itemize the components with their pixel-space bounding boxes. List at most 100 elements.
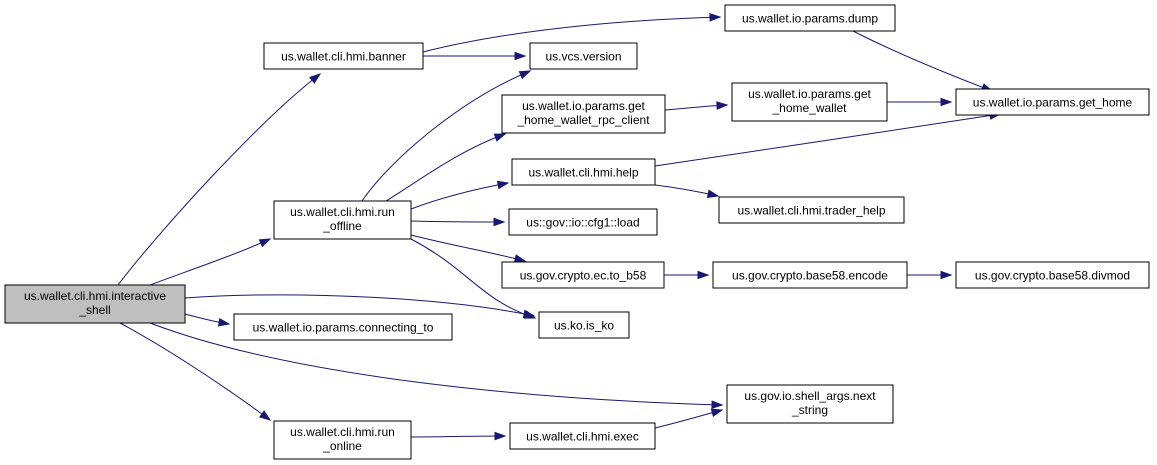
node-cfg1-load[interactable]: us::gov::io::cfg1::load [508,208,658,236]
node-box [955,88,1150,116]
node-box [509,422,656,450]
edge-line [385,133,506,202]
node-label: us.wallet.io.params.get [748,87,871,101]
node-label: _shell [78,303,110,317]
node-label: us.wallet.io.params.get_home [973,96,1133,110]
node-box [273,200,412,240]
arrowhead [258,238,272,248]
edge-run_offline-to-vcs_version [361,70,532,202]
node-label: us.wallet.cli.hmi.trader_help [737,204,885,218]
node-box [4,284,186,324]
edge-run_offline-to-help [410,180,510,210]
node-box [726,384,894,424]
node-get-home[interactable]: us.wallet.io.params.get_home [955,88,1150,116]
edge-interactive_shell-to-connecting_to [184,313,231,327]
arrowhead [493,217,506,227]
node-get-home-wallet-rpc-client[interactable]: us.wallet.io.params.get_home_wallet_rpc_… [501,94,666,134]
node-label: us.wallet.io.params.connecting_to [253,321,434,335]
node-box [273,420,412,460]
node-help[interactable]: us.wallet.cli.hmi.help [511,158,656,186]
arrowhead [940,270,953,280]
edge-to_b58-to-base58_encode [664,270,710,280]
edge-params_dump-to-get_home [852,30,994,92]
edge-banner-to-params_dump [422,13,722,53]
node-connecting-to[interactable]: us.wallet.io.params.connecting_to [233,313,453,341]
node-label: us.wallet.cli.hmi.exec [526,430,639,444]
node-is-ko[interactable]: us.ko.is_ko [538,311,630,339]
arrowhead [940,97,953,107]
node-box [731,82,888,122]
edge-line [117,73,321,286]
arrowhead [514,51,527,61]
edge-run_offline-to-is_ko [410,238,537,319]
node-trader-help[interactable]: us.wallet.cli.hmi.trader_help [718,196,905,224]
arrowhead [493,133,507,142]
node-label: us.gov.crypto.ec.to_b58 [520,269,647,283]
arrowhead [518,70,532,80]
node-params-dump[interactable]: us.wallet.io.params.dump [724,4,896,32]
node-interactive-shell[interactable]: us.wallet.cli.hmi.interactive_shell [4,284,186,324]
node-box [508,208,658,236]
node-label: us.ko.is_ko [554,319,614,333]
node-vcs-version[interactable]: us.vcs.version [529,42,638,70]
edge-line [852,30,993,92]
arrowhead [494,431,507,441]
node-label: _online [322,439,362,453]
node-box [501,94,666,134]
edge-line [410,435,506,438]
node-get-home-wallet[interactable]: us.wallet.io.params.get_home_wallet [731,82,888,122]
nodes-layer: us.wallet.cli.hmi.interactive_shell us.wa… [4,4,1150,460]
arrowhead [706,189,720,198]
node-banner[interactable]: us.wallet.cli.hmi.banner [263,42,424,70]
arrowhead [496,180,510,190]
node-run-offline[interactable]: us.wallet.cli.hmi.run_offline [273,200,412,240]
edge-line [410,238,536,319]
arrowhead [217,318,231,327]
arrowhead [513,254,527,263]
edge-run_offline-to-get_home_wallet_rpc_client [385,133,507,202]
node-box [529,42,638,70]
edge-line [184,294,535,317]
node-label: us.wallet.io.params.get [522,99,645,113]
edge-run_online-to-exec [410,431,507,441]
node-box [233,313,453,341]
edge-line [422,16,721,53]
node-exec[interactable]: us.wallet.cli.hmi.exec [509,422,656,450]
node-box [538,311,630,339]
node-box [263,42,424,70]
arrowhead [309,73,322,84]
edge-get_home_wallet_rpc_client-to-get_home_wallet [664,101,729,111]
edge-interactive_shell-to-next_string [149,322,724,409]
node-label: us.wallet.cli.hmi.run [290,205,395,219]
node-base58-divmod[interactable]: us.gov.crypto.base58.divmod [955,261,1150,289]
node-box [955,261,1150,289]
edge-base58_encode-to-base58_divmod [907,270,953,280]
edge-line [410,220,505,223]
arrowhead [711,400,724,409]
edge-line [149,238,271,286]
node-box [501,261,665,289]
edge-line [410,234,526,262]
node-run-online[interactable]: us.wallet.cli.hmi.run_online [273,420,412,460]
arrowhead [709,13,722,22]
node-box [712,261,908,289]
node-label: _home_wallet_rpc_client [516,113,650,127]
edge-help-to-trader_help [654,184,720,198]
node-next-string[interactable]: us.gov.io.shell_args.next_string [726,384,894,424]
arrowhead [697,270,710,280]
edge-interactive_shell-to-run_online [119,322,272,421]
node-box [718,196,905,224]
arrowhead [710,408,724,417]
edge-interactive_shell-to-banner [117,73,322,286]
edge-line [654,113,1001,167]
edges-layer [117,13,1002,441]
node-to-b58[interactable]: us.gov.crypto.ec.to_b58 [501,261,665,289]
node-label: _string [791,403,828,417]
node-box [511,158,656,186]
node-base58-encode[interactable]: us.gov.crypto.base58.encode [712,261,908,289]
node-label: us.gov.io.shell_args.next [744,389,876,403]
edge-exec-to-next_string [654,408,724,429]
node-label: us.vcs.version [545,50,621,64]
edge-line [410,182,509,210]
